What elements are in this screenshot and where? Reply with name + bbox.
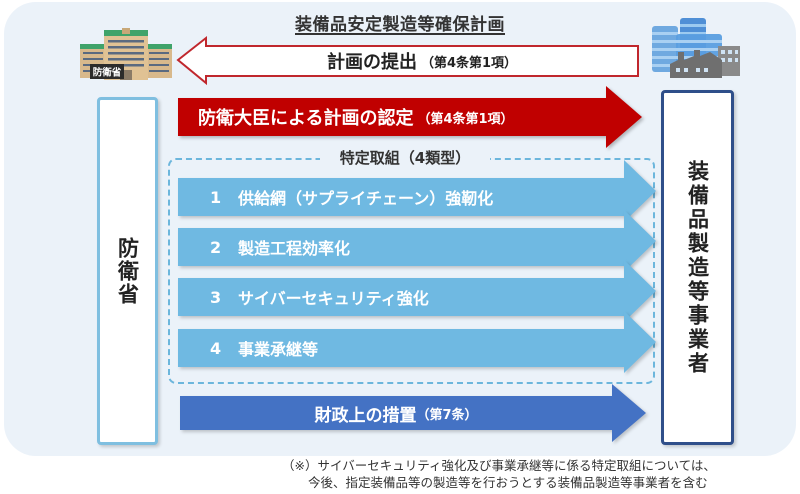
financial-measures-arrow xyxy=(180,384,646,442)
initiative-number: 4 xyxy=(210,338,222,358)
initiative-number: 3 xyxy=(210,287,222,307)
plan-submission-ref: （第4条第1項） xyxy=(420,55,518,71)
initiative-arrow-3 xyxy=(178,260,656,322)
footnote-line-2: 今後、指定装備品等の製造等を行おうとする装備品製造等事業者を含む xyxy=(308,475,708,490)
financial-measures-ref: （第7条） xyxy=(416,407,478,423)
specific-initiatives-title: 特定取組（4類型） xyxy=(320,147,490,168)
equipment-manufacturers-box: 装備品製造等事業者 xyxy=(661,90,734,445)
plan-submission-arrow xyxy=(176,35,639,86)
initiative-number: 2 xyxy=(210,237,222,257)
plan-approval-text: 防衛大臣による計画の認定 xyxy=(198,108,414,129)
plan-approval-arrow xyxy=(178,86,642,148)
plan-approval-label: 防衛大臣による計画の認定 （第4条第1項） xyxy=(198,98,514,136)
plan-submission-label: 計画の提出 （第4条第1項） xyxy=(206,46,638,76)
initiative-arrow-1 xyxy=(178,160,656,222)
ministry-of-defense-label: 防衛省 xyxy=(115,236,140,306)
government-building-icon: 防衛省 xyxy=(80,28,172,80)
initiative-label: サイバーセキュリティ強化 xyxy=(238,289,429,308)
initiative-label: 事業承継等 xyxy=(238,340,319,359)
equipment-manufacturers-label: 装備品製造等事業者 xyxy=(685,159,710,376)
government-building-label: 防衛省 xyxy=(93,67,122,79)
financial-measures-text: 財政上の措置 xyxy=(314,405,417,426)
plan-approval-ref: （第4条第1項） xyxy=(417,111,514,127)
diagram-title: 装備品安定製造等確保計画 xyxy=(295,15,505,35)
ministry-of-defense-box: 防衛省 xyxy=(97,97,158,445)
plan-submission-text: 計画の提出 xyxy=(326,52,417,73)
footnote-line-1: （※）サイバーセキュリティ強化及び事業承継等に係る特定取組については、 xyxy=(282,458,716,473)
initiative-label: 製造工程効率化 xyxy=(238,239,351,258)
initiative-item-4: 4 事業承継等 xyxy=(210,329,318,367)
initiative-item-1: 1 供給網（サプライチェーン）強靭化 xyxy=(210,178,493,216)
company-factory-icon xyxy=(652,18,740,78)
financial-measures-label: 財政上の措置 （第7条） xyxy=(180,396,612,430)
initiative-item-3: 3 サイバーセキュリティ強化 xyxy=(210,278,429,316)
initiative-item-2: 2 製造工程効率化 xyxy=(210,228,350,266)
initiative-arrow-4 xyxy=(178,311,656,373)
footnote: （※）サイバーセキュリティ強化及び事業承継等に係る特定取組については、 今後、指… xyxy=(282,457,716,491)
initiative-number: 1 xyxy=(210,187,222,207)
initiative-label: 供給網（サプライチェーン）強靭化 xyxy=(238,189,494,208)
initiative-arrow-2 xyxy=(178,210,656,272)
